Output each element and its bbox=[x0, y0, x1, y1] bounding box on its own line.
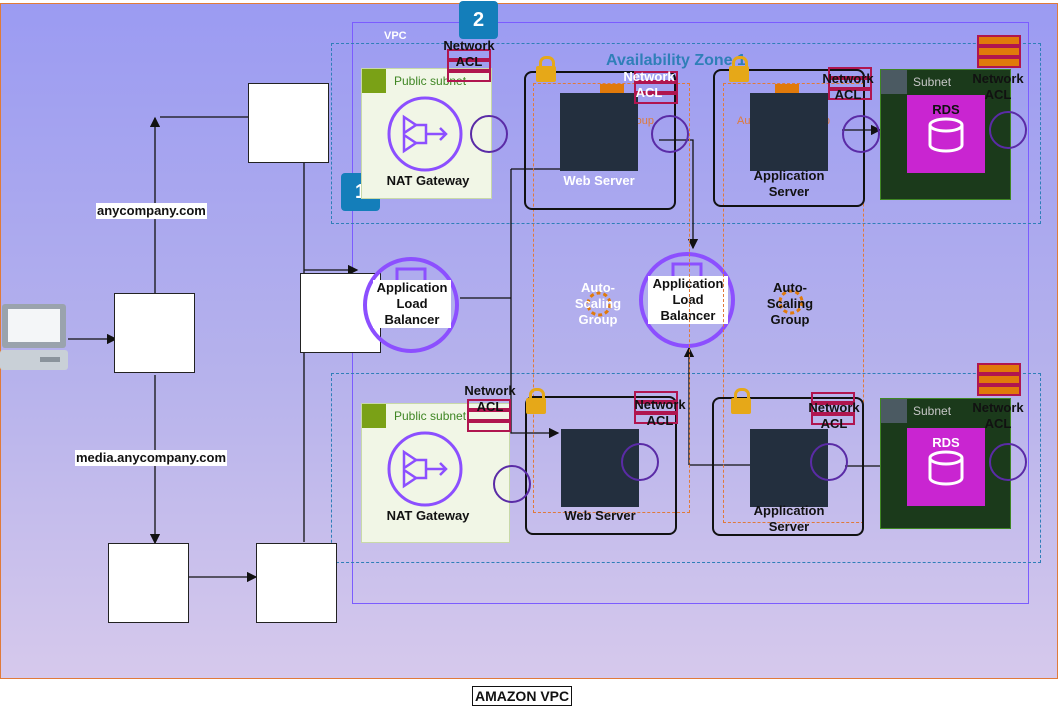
public-subnet-lock-icon bbox=[362, 404, 386, 428]
network-acl-icon bbox=[447, 49, 491, 82]
ec2-instance-icon bbox=[750, 93, 828, 171]
vpc-endpoint-icon bbox=[989, 443, 1027, 481]
auto-scaling-icon bbox=[586, 291, 612, 317]
domain-anycompany: anycompany.com bbox=[96, 203, 207, 219]
web-server-label-bottom: Web Server bbox=[564, 508, 636, 523]
public-subnet-lock-icon bbox=[362, 69, 386, 93]
diagram-caption: AMAZON VPC bbox=[472, 686, 573, 706]
network-acl-label: Network ACL bbox=[464, 383, 516, 414]
vpc-endpoint-icon bbox=[842, 115, 880, 153]
vpc-label: VPC bbox=[384, 30, 407, 42]
auto-scaling-icon bbox=[778, 289, 804, 315]
nat-gateway-icon bbox=[387, 431, 463, 507]
s3-bucket-box[interactable] bbox=[256, 543, 337, 623]
asg-title-app: Auto-Scaling Group bbox=[766, 280, 814, 327]
vpc-endpoint-icon bbox=[493, 465, 531, 503]
vpc-endpoint-icon bbox=[621, 443, 659, 481]
private-subnet-label: Subnet bbox=[913, 75, 952, 89]
app-server-label-top: Application Server bbox=[753, 168, 825, 199]
auto-scaling-group-web bbox=[533, 83, 690, 513]
nat-gateway-label-bottom: NAT Gateway bbox=[386, 508, 470, 523]
lock-icon bbox=[731, 388, 751, 414]
ec2-instance-icon bbox=[560, 93, 638, 171]
cloudfront-box[interactable] bbox=[108, 543, 189, 623]
app-server-label-bottom: Application Server bbox=[753, 503, 825, 534]
rds-label-bottom: RDS bbox=[932, 435, 960, 450]
nat-gateway-label-top: NAT Gateway bbox=[386, 173, 470, 188]
step-badge-2: 2 bbox=[459, 1, 498, 39]
lock-icon bbox=[536, 56, 556, 82]
private-subnet-label: Subnet bbox=[913, 404, 952, 418]
public-subnet-bottom: Public subnet bbox=[361, 403, 510, 543]
route53-box[interactable] bbox=[114, 293, 195, 373]
nat-gateway-icon bbox=[387, 96, 463, 172]
az-label: Availability Zone 1 bbox=[606, 52, 746, 69]
network-acl-label: Network ACL bbox=[634, 397, 686, 428]
network-acl-icon bbox=[634, 71, 678, 104]
availability-zone-bottom bbox=[331, 373, 1041, 563]
rds-icon bbox=[907, 428, 985, 506]
load-balancer-label-left: Application Load Balancer bbox=[373, 280, 451, 328]
vpc-endpoint-icon bbox=[470, 115, 508, 153]
asg-title-web: Auto-Scaling Group bbox=[574, 280, 622, 327]
rds-icon bbox=[907, 95, 985, 173]
cloud-subnet-icon bbox=[881, 70, 907, 94]
domain-media: media.anycompany.com bbox=[75, 450, 228, 466]
network-acl-label: Network ACL bbox=[822, 71, 874, 102]
vpc-endpoint-icon bbox=[651, 115, 689, 153]
public-subnet-label: Public subnet bbox=[394, 409, 467, 423]
network-acl-icon bbox=[467, 399, 511, 432]
network-acl-label: Network ACL bbox=[623, 69, 675, 100]
lock-icon bbox=[526, 388, 546, 414]
network-acl-icon bbox=[977, 35, 1021, 68]
dns-record-box-top[interactable] bbox=[248, 83, 329, 163]
network-acl-icon bbox=[811, 392, 855, 425]
availability-zone-top bbox=[331, 43, 1041, 224]
rds-label-top: RDS bbox=[932, 102, 960, 117]
auto-scaling-group-app bbox=[723, 83, 864, 523]
vpc-endpoint-icon bbox=[810, 443, 848, 481]
load-balancer-label-center: Application Load Balancer bbox=[648, 276, 728, 324]
network-acl-icon bbox=[828, 67, 872, 100]
laptop-icon bbox=[0, 304, 68, 370]
network-acl-icon bbox=[634, 391, 678, 424]
app-server-bottom[interactable] bbox=[712, 397, 864, 536]
network-acl-label: Network ACL bbox=[972, 71, 1024, 102]
network-acl-label: Network ACL bbox=[972, 400, 1024, 431]
web-server-bottom[interactable] bbox=[525, 396, 677, 535]
vpc-endpoint-icon bbox=[989, 111, 1027, 149]
lock-icon bbox=[729, 56, 749, 82]
network-acl-label: Network ACL bbox=[808, 400, 860, 431]
network-acl-label: Network ACL bbox=[443, 38, 495, 69]
network-acl-icon bbox=[977, 363, 1021, 396]
web-server-label-top: Web Server bbox=[563, 173, 635, 188]
cloud-subnet-icon bbox=[881, 399, 907, 423]
